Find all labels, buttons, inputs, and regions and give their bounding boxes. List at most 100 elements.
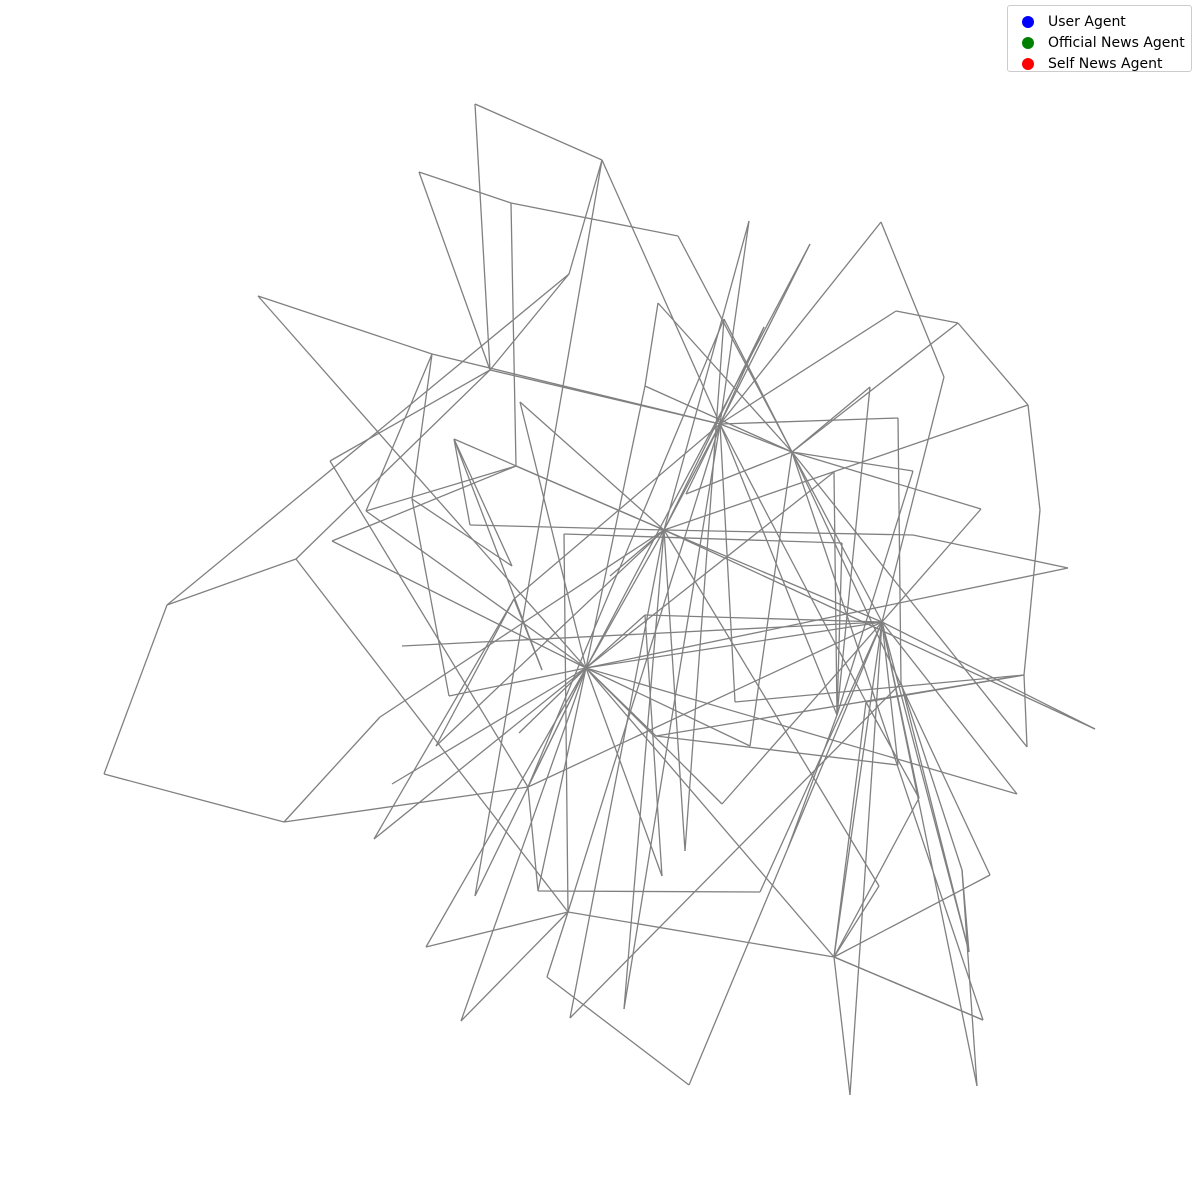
graph-edge [912,534,1069,569]
graph-edge [568,159,603,275]
graph-edge [435,529,665,747]
graph-edge [585,529,665,669]
legend-item-official-news-agent: Official News Agent [1016,32,1191,53]
graph-edge [849,621,883,1096]
graph-edge [663,423,721,531]
graph-edge [448,667,587,697]
graph-edge [166,273,570,606]
legend-label-official-news-agent: Official News Agent [1048,34,1185,51]
graph-edge [791,451,883,623]
graph-edge [425,667,587,948]
graph-edge [329,369,491,462]
graph-edge [510,202,517,467]
graph-edge [103,773,285,823]
graph-edge [537,667,587,892]
graph-edge [791,451,1028,748]
self-news-agent-dot-icon [1022,57,1034,70]
graph-edge [585,667,663,877]
graph-edge [585,243,811,669]
graph-edge [365,510,587,669]
graph-edge [585,667,723,805]
graph-edge [719,423,736,703]
graph-edge [373,598,515,840]
graph-edge [663,529,914,536]
graph-edge [663,529,686,852]
graph-edge [791,386,871,453]
graph-edge [411,498,513,567]
graph-edge [513,598,543,671]
graph-edge [719,220,750,425]
graph-edge [585,667,1018,795]
graph-edge [469,524,665,531]
graph-edge [518,667,587,734]
graph-edge [684,318,725,852]
graph-edge [585,567,1069,669]
graph-edge [961,869,978,1087]
graph-edge [881,621,1018,795]
graph-edge [721,621,883,805]
graph-edge [585,471,835,669]
graph-edge [881,621,970,953]
graph-edge [411,353,433,500]
graph-edge [719,243,811,425]
graph-edge [365,353,433,512]
graph-edge [474,103,491,371]
official-news-agent-dot-icon [1022,36,1034,49]
legend-item-user-agent: User Agent [1016,11,1191,32]
graph-edge [663,529,883,623]
graph-edge [881,621,978,1087]
graph-edge [1023,674,1028,748]
graph-edge [749,451,793,747]
graph-edge [401,621,883,647]
graph-edge [791,451,982,510]
legend-label-user-agent: User Agent [1048,13,1126,30]
graph-edge [546,976,690,1086]
graph-edge [567,911,835,958]
graph-edge [585,614,646,669]
graph-edge [836,470,914,716]
graph-edge [719,221,882,425]
graph-edge [657,302,793,453]
graph-edge [1027,404,1041,511]
graph-edge [537,890,761,893]
graph-edge [489,273,570,371]
graph-edge [787,621,883,849]
graph-edge [791,451,914,472]
graph-edge [418,171,491,371]
graph-edge [791,322,959,453]
graph-edge [719,423,779,536]
graph-edge [623,423,721,1010]
graph-edge [585,667,835,958]
graph-edge [655,735,899,766]
graph-edge [895,310,959,324]
graph-edge [881,376,945,623]
graph-edge [569,529,665,1019]
graph-edge [166,558,297,606]
graph-edge [431,353,721,425]
graph-edge [719,310,897,425]
graph-edge [957,322,1029,406]
graph-edge [719,417,899,425]
graph-edge [546,911,569,978]
graph-edge [373,667,587,840]
graph-edge [900,682,963,871]
graph-edge [425,911,569,948]
graph-edge [474,103,603,161]
graph-edge [527,786,539,892]
graph-edge [833,885,880,958]
graph-edge [567,423,721,913]
graph-edge [719,423,838,716]
graph-edge [460,667,587,1022]
graph-edge [257,295,433,355]
graph-edge [453,438,513,567]
graph-edge [411,498,450,697]
graph-edge [833,701,867,958]
graph-edge [880,221,945,378]
graph-edge [331,540,587,669]
graph-edge [103,604,168,775]
graph-edge [585,667,751,747]
graph-edge [833,956,984,1021]
graph-edge [283,786,529,823]
graph-edge [283,716,381,823]
